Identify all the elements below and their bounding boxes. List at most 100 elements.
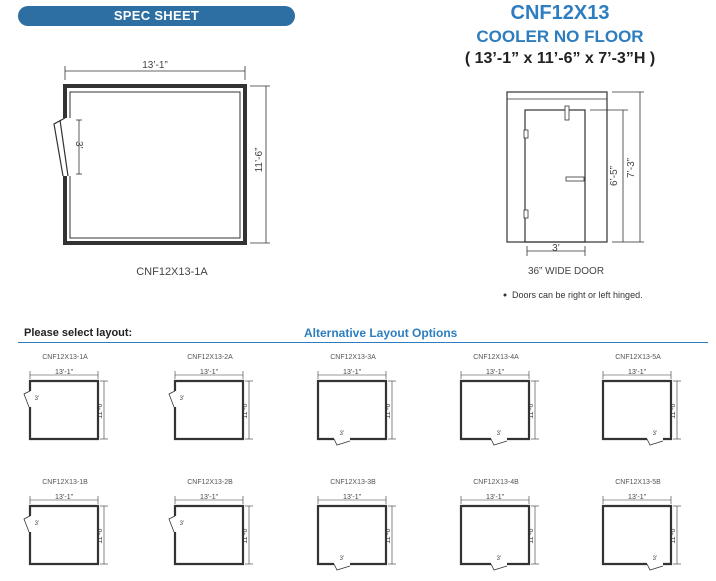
thumb-door-label: 3’ [497, 431, 502, 437]
thumb-width-label: 13’-1” [628, 369, 647, 376]
thumb-depth-label: 11’-6” [528, 526, 535, 544]
hinge-note: Doors can be right or left hinged. [512, 290, 643, 300]
hinge-top [523, 129, 529, 139]
thumb-door-label: 3’ [653, 431, 658, 437]
thumb-width-label: 13’-1” [200, 369, 219, 376]
layout-option[interactable]: CNF12X13-1B 13’-1” 11’-6” 3’ [23, 479, 108, 566]
thumb-width-label: 13’-1” [486, 369, 505, 376]
thumb-walls [316, 504, 388, 566]
thumb-width-label: 13’-1” [628, 494, 647, 501]
width-dimension-label: 13’-1” [142, 60, 168, 71]
thumb-door [23, 515, 31, 533]
thumb-width-label: 13’-1” [486, 494, 505, 501]
layout-code: CNF12X13-4B [473, 479, 519, 486]
thumb-width-label: 13’-1” [343, 369, 362, 376]
layout-option[interactable]: CNF12X13-4A 13’-1” 11’-6” 3’ [459, 354, 539, 446]
thumb-door-label: 3’ [340, 431, 345, 437]
thumb-door-label: 3’ [35, 521, 40, 527]
thumb-door-label: 3’ [180, 396, 185, 402]
layout-code: CNF12X13-5A [615, 354, 661, 361]
thumb-width-label: 13’-1” [55, 494, 74, 501]
floor-plan-caption: CNF12X13-1A [136, 266, 208, 278]
layout-option[interactable]: CNF12X13-1A 13’-1” 11’-6” 3’ [23, 354, 108, 441]
thumb-door [646, 563, 664, 571]
door-handle [565, 176, 585, 182]
thumb-walls [316, 379, 388, 441]
depth-dimension-label: 11’-6” [254, 148, 265, 173]
layout-option[interactable]: CNF12X13-3B 13’-1” 11’-6” 3’ [316, 479, 396, 571]
section-divider [18, 342, 708, 343]
elevation-frame [506, 91, 608, 243]
thumb-door-label: 3’ [180, 521, 185, 527]
select-layout-label: Please select layout: [24, 327, 133, 339]
thumb-door [333, 563, 351, 571]
walk-in-walls [63, 84, 247, 245]
thumb-door [646, 438, 664, 446]
thumb-door [168, 515, 176, 533]
thumb-width-label: 13’-1” [343, 494, 362, 501]
thumb-walls [601, 379, 673, 441]
thumb-door-label: 3’ [35, 396, 40, 402]
door-caption: 36” WIDE DOOR [528, 266, 604, 277]
layout-code: CNF12X13-2B [187, 479, 233, 486]
thumb-walls [173, 379, 245, 441]
door-width-label: 3’ [552, 243, 560, 254]
door-height-label: 6’-5” [609, 166, 620, 186]
thumb-door-label: 3’ [653, 556, 658, 562]
note-bullet [503, 293, 507, 297]
thumb-depth-label: 11’-6” [670, 526, 677, 544]
thumb-walls [601, 504, 673, 566]
door-panel [524, 109, 586, 243]
layout-code: CNF12X13-4A [473, 354, 519, 361]
thumb-door [490, 563, 508, 571]
thumb-depth-label: 11’-6” [242, 401, 249, 419]
walk-in-inner-walls [69, 91, 241, 239]
layout-option[interactable]: CNF12X13-5B 13’-1” 11’-6” 3’ [601, 479, 681, 571]
thumb-walls [28, 504, 100, 566]
spec-sheet-banner: SPEC SHEET [18, 6, 295, 26]
thumb-depth-label: 11’-6” [385, 526, 392, 544]
thumb-walls [459, 379, 531, 441]
layout-code: CNF12X13-3B [330, 479, 376, 486]
layout-options-grid: CNF12X13-1A 13’-1” 11’-6” 3’ CNF12X13-2A 13’-… [23, 354, 681, 571]
hinge-bottom [523, 209, 529, 219]
alternative-layouts-heading: Alternative Layout Options [304, 326, 458, 340]
layout-option[interactable]: CNF12X13-3A 13’-1” 11’-6” 3’ [316, 354, 396, 446]
thumb-depth-label: 11’-6” [670, 401, 677, 419]
thumb-width-label: 13’-1” [55, 369, 74, 376]
total-height-label: 7’-3” [626, 158, 637, 178]
thumb-width-label: 13’-1” [200, 494, 219, 501]
layout-option[interactable]: CNF12X13-2B 13’-1” 11’-6” 3’ [168, 479, 253, 566]
thumb-door [490, 438, 508, 446]
thumb-depth-label: 11’-6” [242, 526, 249, 544]
thumb-door-label: 3’ [497, 556, 502, 562]
door-swing [53, 117, 66, 177]
thumb-depth-label: 11’-6” [97, 401, 104, 419]
thumb-depth-label: 11’-6” [528, 401, 535, 419]
model-title: CNF12X13 [510, 2, 610, 24]
thumb-door-label: 3’ [340, 556, 345, 562]
door-elevation: 3’ 6’-5” 7’-3” 36” WIDE DOOR Doors can b… [503, 91, 644, 300]
layout-code: CNF12X13-3A [330, 354, 376, 361]
layout-code: CNF12X13-5B [615, 479, 661, 486]
door-leaf [59, 119, 69, 177]
model-dimensions: ( 13’-1” x 11’-6” x 7’-3”H ) [464, 50, 656, 67]
layout-code: CNF12X13-1A [42, 354, 88, 361]
thumb-walls [459, 504, 531, 566]
thumb-walls [173, 504, 245, 566]
thumb-depth-label: 11’-6” [97, 526, 104, 544]
layout-option[interactable]: CNF12X13-5A 13’-1” 11’-6” 3’ [601, 354, 681, 446]
thumb-door [168, 390, 176, 408]
layout-code: CNF12X13-1B [42, 479, 88, 486]
main-floor-plan: 13’-1” 3’ 11’-6” CNF12X13-1A 3’ 6’-5” 7’… [53, 60, 644, 300]
thumb-door [23, 390, 31, 408]
thumb-door [333, 438, 351, 446]
model-subtitle: COOLER NO FLOOR [476, 27, 644, 46]
layout-code: CNF12X13-2A [187, 354, 233, 361]
thumb-walls [28, 379, 100, 441]
layout-option[interactable]: CNF12X13-4B 13’-1” 11’-6” 3’ [459, 479, 539, 571]
thumb-depth-label: 11’-6” [385, 401, 392, 419]
layout-option[interactable]: CNF12X13-2A 13’-1” 11’-6” 3’ [168, 354, 253, 441]
door-dimension-label: 3’ [73, 141, 84, 149]
door-closer [564, 105, 570, 121]
